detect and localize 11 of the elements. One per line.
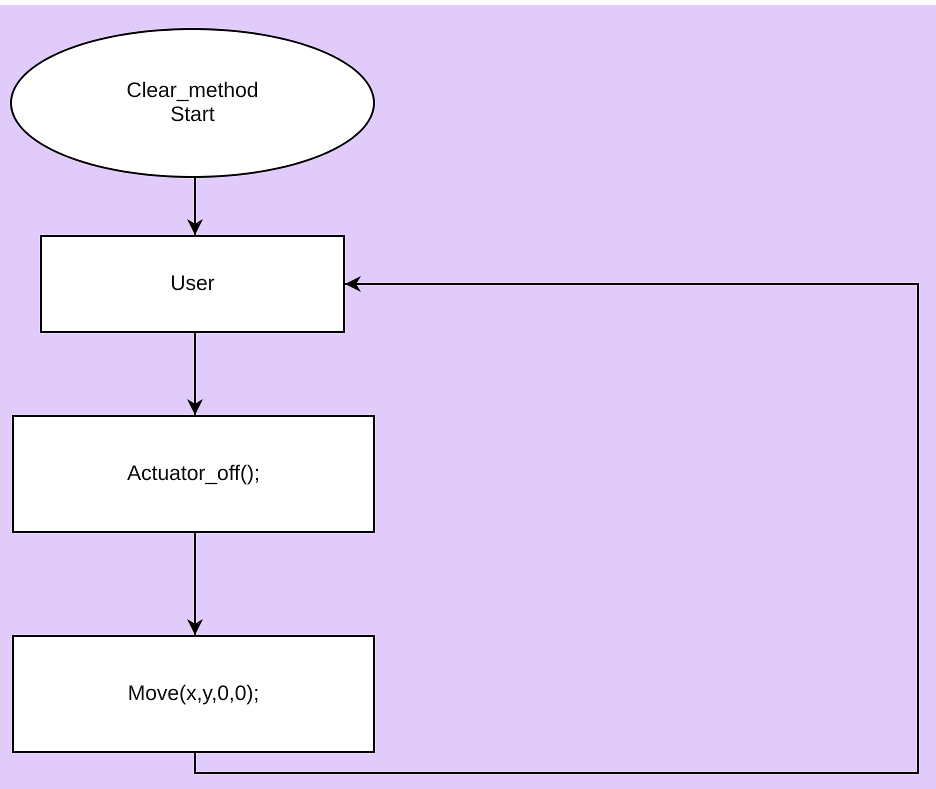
- node-label: Clear_method Start: [126, 79, 260, 127]
- arrow: [194, 276, 919, 774]
- arrow: [187, 533, 203, 635]
- process-box: [40, 235, 345, 333]
- arrow: [187, 178, 203, 235]
- node-label: User: [169, 272, 216, 296]
- process-box: [12, 415, 375, 533]
- arrow: [187, 333, 203, 415]
- node-label: Move(x,y,0,0);: [126, 682, 260, 706]
- node-label: Actuator_off();: [126, 462, 261, 486]
- process-box: [12, 635, 375, 753]
